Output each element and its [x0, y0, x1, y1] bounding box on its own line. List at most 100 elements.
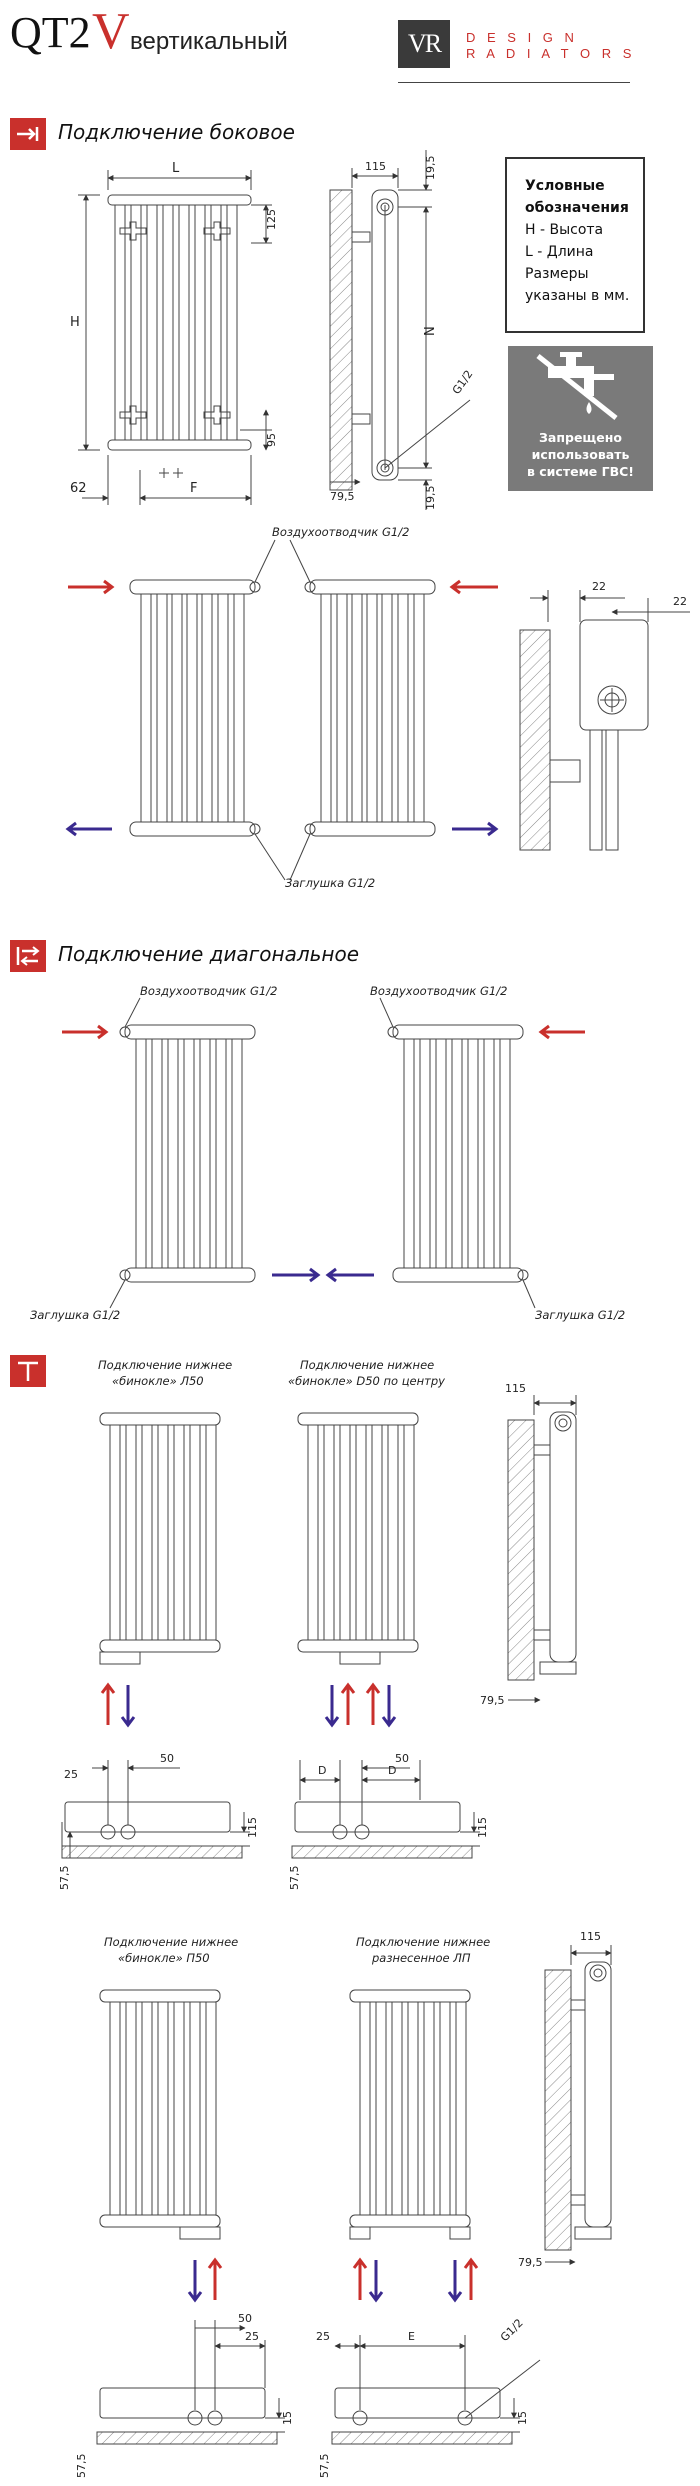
diagonal-left-radiator: [119, 1024, 256, 1283]
dim-57-5-b4: 57,5: [318, 2454, 331, 2479]
flow-arrow-in-top-right: [449, 579, 498, 595]
dim-25-b4: 25: [316, 2330, 330, 2343]
dim-50-b1: 50: [160, 1752, 174, 1765]
dim-79-5-b1: 79,5: [480, 1694, 505, 1707]
dim-25-b1: 25: [64, 1768, 78, 1781]
brand-line-design: D E S I G N: [466, 30, 578, 45]
label-plug-side: Заглушка G1/2: [285, 876, 376, 890]
legend-sizes-1: Размеры: [525, 266, 589, 282]
warning-line-1: Запрещено: [539, 430, 622, 445]
label-bottom-d50-2: «бинокле» D50 по центру: [288, 1374, 445, 1388]
label-bottom-p50-2: «бинокле» П50: [118, 1951, 210, 1965]
side-connection-right-radiator: [304, 579, 436, 837]
side-connection-icon: [10, 118, 46, 150]
dim-D-b2-left: D: [318, 1764, 326, 1777]
bottom-bin-d50-radiator: [297, 1412, 419, 1665]
bottom-detail-4: [331, 2335, 541, 2445]
flow-bottom-p50: [187, 2257, 223, 2303]
dim-D-b2-right: D: [388, 1764, 396, 1777]
label-bottom-sep-2: разнесенное ЛП: [372, 1951, 471, 1965]
diagonal-right-radiator: [387, 1024, 529, 1283]
label-bottom-l50-2: «бинокле» Л50: [112, 1374, 204, 1388]
flow-arrow-out-bottom-right: [452, 821, 499, 837]
label-air-vent-diag-left: Воздухоотводчик G1/2: [140, 984, 278, 998]
warning-box: Запрещено использовать в системе ГВС!: [508, 346, 653, 491]
dim-19-5-bottom: 19,5: [424, 486, 437, 511]
dim-95: 95: [265, 433, 278, 447]
flow-bottom-separate: [352, 2257, 479, 2303]
dim-22-a: 22: [592, 580, 606, 593]
bottom-side-view-2: [544, 1945, 612, 2265]
brand-line-radiators: R A D I A T O R S: [466, 46, 636, 61]
label-bottom-d50-1: Подключение нижнее: [300, 1358, 435, 1372]
dim-g12-b4: G1/2: [498, 2316, 526, 2344]
bottom-connection-icon: [10, 1355, 46, 1387]
dim-115-b1: 115: [505, 1382, 526, 1395]
dim-57-5-b1: 57,5: [58, 1866, 71, 1891]
flow-bottom-l50: [100, 1682, 136, 1728]
dim-115-b3: 115: [580, 1930, 601, 1943]
dim-57-5-b2: 57,5: [288, 1866, 301, 1891]
flow-arrow-diag-out-left: [272, 1267, 321, 1283]
bottom-detail-3: [96, 2320, 285, 2445]
dim-19-5-top: 19,5: [424, 156, 437, 181]
dim-57-5-b3: 57,5: [75, 2454, 88, 2479]
side-detail-view: [519, 590, 690, 851]
label-air-vent-diag-right: Воздухоотводчик G1/2: [370, 984, 508, 998]
dim-15-b3: 15: [281, 2411, 294, 2425]
dim-F: F: [190, 481, 197, 496]
dim-g12-side: G1/2: [450, 368, 476, 397]
label-plug-diag-right: Заглушка G1/2: [535, 1308, 626, 1322]
label-bottom-sep-1: Подключение нижнее: [356, 1935, 491, 1949]
bottom-detail-1: [61, 1760, 250, 1859]
legend-height: H - Высота: [525, 222, 604, 238]
header-divider: [398, 82, 630, 83]
section-title-diagonal: Подключение диагональное: [58, 942, 360, 966]
dim-115-top: 115: [365, 160, 386, 173]
dim-115-b1-detail: 115: [246, 1817, 259, 1838]
dim-H: H: [70, 315, 80, 330]
warning-line-2: использовать: [531, 447, 630, 462]
dim-50-b2: 50: [395, 1752, 409, 1765]
dim-125: 125: [265, 209, 278, 230]
legend-title-2: обозначения: [525, 200, 629, 216]
label-plug-diag-left: Заглушка G1/2: [30, 1308, 121, 1322]
legend-sizes-2: указаны в мм.: [525, 288, 630, 304]
front-view-top: [78, 170, 272, 505]
flow-arrow-diag-in-left: [62, 1024, 109, 1040]
label-bottom-l50-1: Подключение нижнее: [98, 1358, 233, 1372]
dim-50-b3: 50: [238, 2312, 252, 2325]
dim-N: N: [423, 326, 438, 336]
dim-25-b3: 25: [245, 2330, 259, 2343]
bottom-side-view-1: [507, 1395, 577, 1703]
bottom-bin-l50-radiator: [99, 1412, 221, 1665]
bottom-bin-p50-radiator: [99, 1989, 221, 2240]
bottom-detail-2: [291, 1760, 480, 1859]
label-air-vent-side: Воздухоотводчик G1/2: [272, 525, 410, 539]
dim-62: 62: [70, 481, 87, 496]
legend-title-1: Условные: [525, 178, 605, 194]
legend-length: L - Длина: [525, 244, 594, 260]
flow-bottom-d50: [324, 1682, 397, 1728]
dim-79-5-top: 79,5: [330, 490, 355, 503]
no-hot-water-icon: [536, 352, 618, 420]
dim-115-b2-detail: 115: [476, 1817, 489, 1838]
dim-79-5-b3: 79,5: [518, 2256, 543, 2269]
model-orientation-text: вертикальный: [130, 28, 288, 55]
label-bottom-p50-1: Подключение нижнее: [104, 1935, 239, 1949]
model-orientation-letter: V: [92, 3, 130, 60]
flow-arrow-in-top-left: [68, 579, 115, 595]
flow-arrow-diag-in-right: [538, 1024, 585, 1040]
dim-22-b: 22: [673, 595, 687, 608]
vr-logo: VR: [398, 20, 450, 68]
diagonal-connection-icon: [10, 940, 46, 972]
legend-box: Условные обозначения H - Высота L - Длин…: [505, 157, 645, 333]
flow-arrow-diag-out-right: [325, 1267, 374, 1283]
flow-arrow-out-bottom-left: [65, 821, 112, 837]
section-title-side: Подключение боковое: [58, 120, 295, 144]
side-view-top: [329, 150, 471, 510]
dim-15-b4: 15: [516, 2411, 529, 2425]
dim-L: L: [172, 161, 180, 176]
dim-E-b4: E: [408, 2330, 415, 2343]
